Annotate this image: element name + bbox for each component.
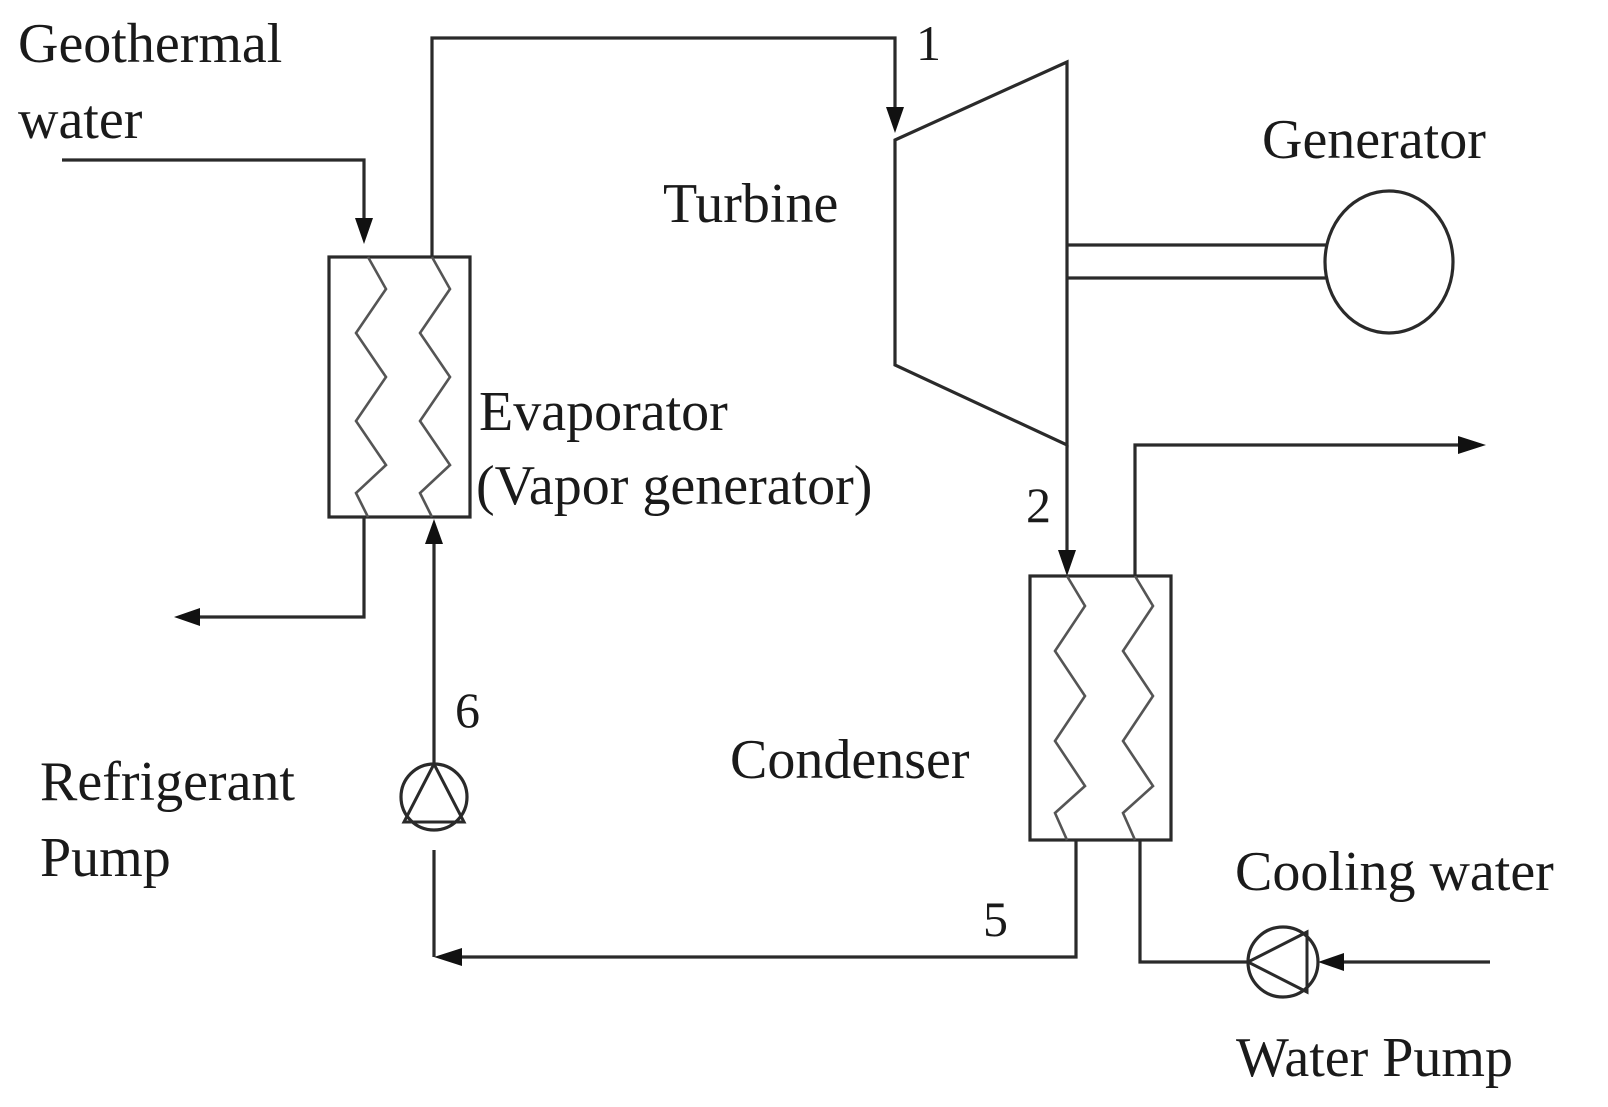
- state-point-2: 2: [1026, 477, 1051, 533]
- refrigerant-pump-label-line2: Pump: [40, 827, 171, 889]
- trapezoid-turbine-icon: [893, 59, 1069, 448]
- condenser: [1028, 574, 1173, 842]
- refrigerant-pump-label-line1: Refrigerant: [40, 751, 295, 813]
- geothermal-outlet-line: [196, 517, 366, 619]
- pump-triangle: [401, 760, 467, 824]
- zigzag-coil-icon: [354, 256, 388, 518]
- water-pump: [1244, 925, 1320, 999]
- water-pump-label: Water Pump: [1236, 1027, 1513, 1089]
- cooling-water-inlet-arrow: [1318, 953, 1344, 971]
- generator-label: Generator: [1262, 109, 1486, 171]
- geothermal-water-label-line2: water: [18, 89, 143, 151]
- zigzag-coil-icon: [1121, 575, 1155, 841]
- condenser-box: [1028, 574, 1173, 842]
- state-point-1: 1: [916, 15, 941, 71]
- refrigerant-pump: [399, 760, 469, 832]
- turbine-inlet-arrow: [886, 107, 904, 133]
- cooling-water-label: Cooling water: [1235, 841, 1554, 903]
- circle-generator-icon: [1323, 189, 1455, 335]
- line-evaporator-to-turbine: [430, 36, 897, 257]
- circle-triangle-pump-icon: [399, 762, 469, 832]
- cooling-water-outlet-arrow: [1458, 436, 1486, 454]
- evaporator-label-line2: (Vapor generator): [476, 455, 872, 517]
- evaporator-label-line1: Evaporator: [479, 381, 728, 443]
- condenser-inlet-arrow: [1058, 550, 1076, 576]
- pump-inlet-arrow: [434, 948, 462, 966]
- zigzag-coil-icon: [1053, 575, 1087, 841]
- line-condenser-to-pump: [452, 840, 1078, 959]
- condenser-label: Condenser: [730, 729, 970, 791]
- evaporator: [327, 255, 472, 519]
- zigzag-coil-icon: [418, 256, 452, 518]
- line-water-pump-to-condenser: [1138, 840, 1248, 964]
- state-point-5: 5: [983, 891, 1008, 947]
- geothermal-water-label-line1: Geothermal: [18, 13, 282, 75]
- turbine-label: Turbine: [663, 173, 838, 235]
- evaporator-box: [327, 255, 472, 519]
- state-point-6: 6: [455, 682, 480, 738]
- pump-triangle: [1244, 929, 1309, 995]
- geothermal-inlet-line: [62, 158, 366, 238]
- evaporator-inlet-arrow: [425, 519, 443, 544]
- cooling-water-outlet-line: [1133, 443, 1458, 576]
- geothermal-outlet-arrow: [174, 608, 200, 626]
- geothermal-inlet-arrow: [355, 218, 373, 244]
